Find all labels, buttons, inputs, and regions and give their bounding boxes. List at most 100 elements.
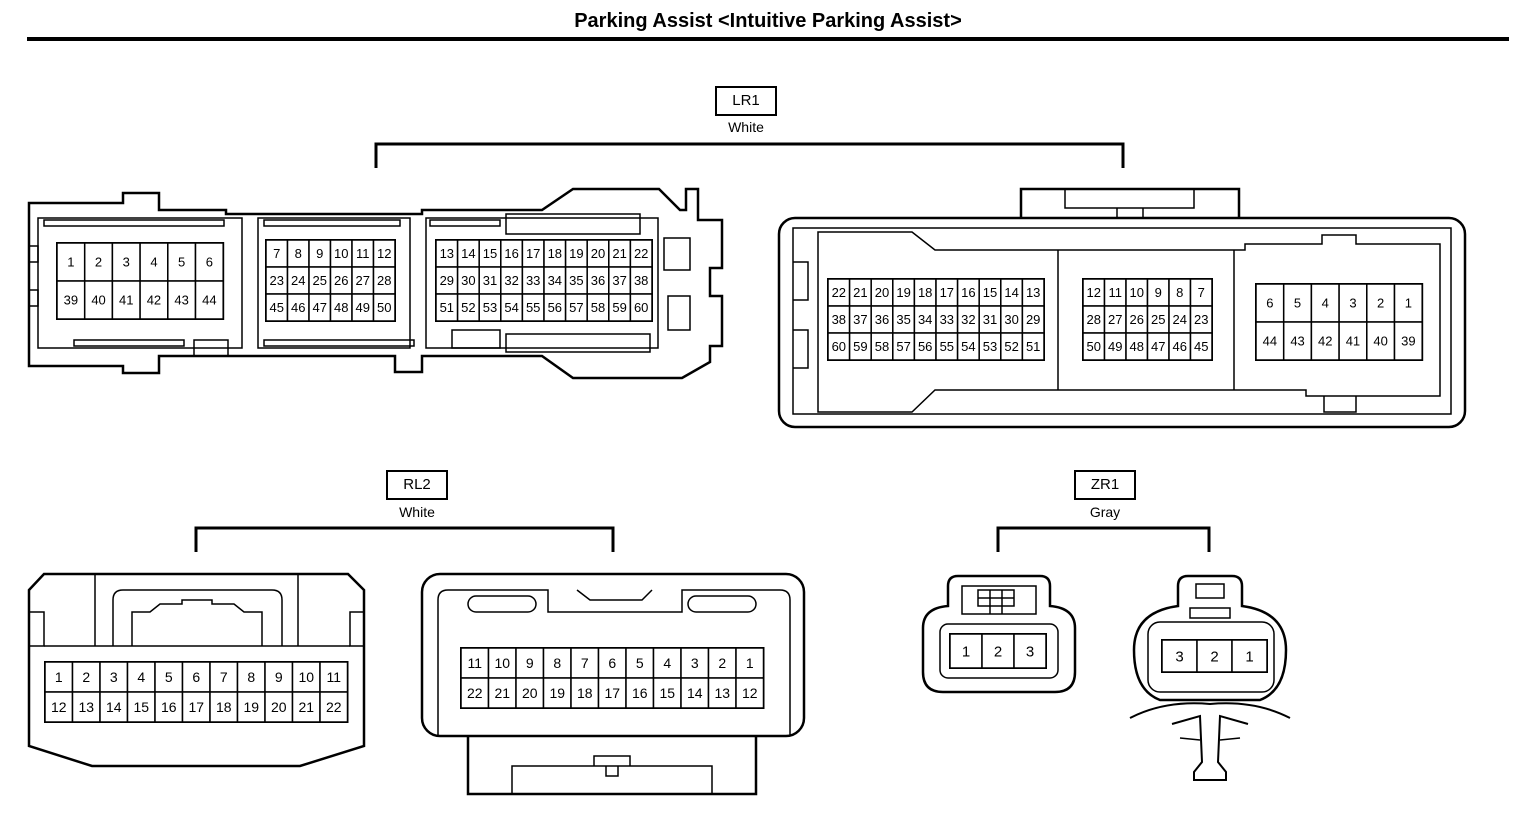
pin-number: 55 [526,300,540,315]
pin-number: 16 [161,699,177,715]
page-title: Parking Assist <Intuitive Parking Assist… [574,10,962,32]
pin-number: 2 [718,655,726,671]
pin-number: 42 [1318,334,1332,349]
pin-number: 7 [220,669,228,685]
pin-cell [1255,321,1285,361]
pin-number: 31 [483,273,497,288]
pin-number: 19 [569,246,583,261]
pin-number: 18 [918,285,932,300]
pin-number: 9 [1155,285,1162,300]
pin-number: 40 [1373,334,1387,349]
pin-number: 6 [192,669,200,685]
pin-number: 6 [206,255,213,270]
connector-color-lr1: White [728,119,764,135]
pin-cell [194,242,224,282]
pin-number: 57 [896,339,910,354]
connector-code-zr1: ZR1 [1074,470,1136,500]
pin-number: 33 [526,273,540,288]
pin-cell [83,280,114,320]
pin-cell [1013,633,1047,669]
pin-cell [460,677,490,709]
pin-cell [1393,283,1423,323]
pin-number: 28 [1087,312,1101,327]
pin-number: 39 [64,293,78,308]
pin-number: 3 [1349,296,1356,311]
pin-number: 17 [526,246,540,261]
pin-cell [1310,283,1340,323]
pin-cell [949,633,983,669]
pin-number: 14 [687,685,703,701]
pin-number: 47 [313,300,327,315]
bracket-lr1 [374,142,1125,168]
pin-number: 27 [1108,312,1122,327]
pin-number: 3 [691,655,699,671]
pin-number: 56 [918,339,932,354]
pin-cell [570,677,600,709]
pin-number: 57 [569,300,583,315]
connector-code-lr1: LR1 [715,86,777,116]
pin-number: 13 [1026,285,1040,300]
pin-cell [1196,639,1233,673]
pin-number: 38 [832,312,846,327]
pin-number: 29 [1026,312,1040,327]
pin-number: 51 [1026,339,1040,354]
pin-number: 11 [1109,285,1123,300]
pin-number: 4 [1322,296,1329,311]
pin-cell [154,691,184,723]
pin-number: 5 [178,255,185,270]
pin-number: 10 [334,246,348,261]
pin-number: 22 [326,699,342,715]
pin-cell [139,280,169,320]
pin-number: 59 [612,300,626,315]
pin-number: 4 [137,669,145,685]
pin-number: 4 [663,655,671,671]
pin-number: 31 [983,312,997,327]
pin-number: 46 [291,300,305,315]
pin-cell [181,661,211,693]
pin-cell [625,647,655,679]
pin-number: 41 [1346,334,1360,349]
pin-number: 16 [632,685,648,701]
pin-number: 22 [467,685,483,701]
pin-cell [652,677,682,709]
pin-number: 16 [961,285,975,300]
pin-cell [1231,639,1268,673]
pin-number: 10 [298,669,314,685]
pin-number: 15 [983,285,997,300]
pin-number: 47 [1151,339,1165,354]
pin-cell [372,293,396,322]
pin-number: 11 [326,669,341,685]
pin-number: 33 [940,312,954,327]
pin-number: 2 [95,255,102,270]
pin-number: 26 [334,273,348,288]
pin-number: 8 [247,669,255,685]
pin-number: 50 [1087,339,1101,354]
pin-number: 34 [548,273,562,288]
pin-number: 25 [1151,312,1165,327]
pin-number: 60 [832,339,846,354]
pin-number: 1 [55,669,63,685]
pin-number: 36 [591,273,605,288]
pin-number: 1 [1245,648,1253,665]
pin-number: 32 [504,273,518,288]
pin-number: 13 [78,699,94,715]
pin-number: 12 [1087,285,1101,300]
pin-cell [1021,332,1045,361]
pin-number: 21 [298,699,314,715]
bracket-rl2 [194,526,615,552]
pin-number: 4 [150,255,157,270]
pin-number: 9 [526,655,534,671]
rl2-right-connector-body [420,572,806,796]
pin-cell [154,661,184,693]
pin-cell [1161,639,1198,673]
pin-number: 6 [608,655,616,671]
pin-number: 21 [612,246,626,261]
pin-number: 37 [612,273,626,288]
pin-number: 3 [123,255,130,270]
pin-cell [99,691,129,723]
pin-number: 18 [577,685,593,701]
pin-number: 3 [1026,643,1034,660]
